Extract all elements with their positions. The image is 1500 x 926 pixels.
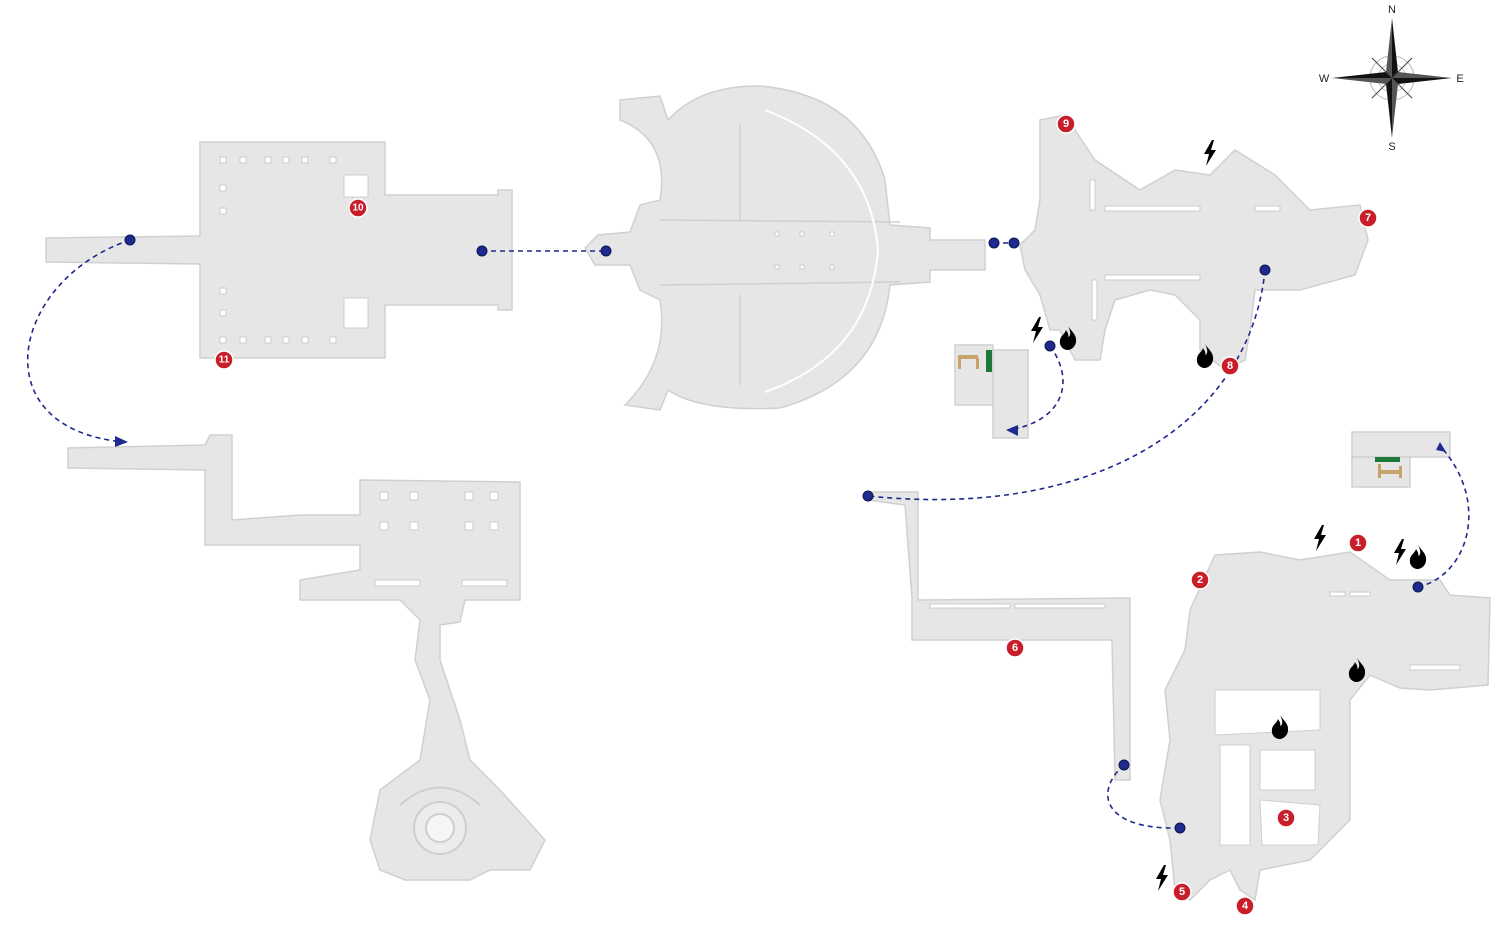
svg-text:10: 10 — [352, 203, 364, 214]
marker-10[interactable]: 10 — [348, 198, 368, 218]
bed-icon — [1378, 464, 1402, 478]
svg-text:7: 7 — [1365, 212, 1371, 224]
marker-6[interactable]: 6 — [1005, 638, 1025, 658]
save-room-north — [954, 344, 1029, 439]
dot-node — [600, 245, 612, 257]
marker-7[interactable]: 7 — [1358, 208, 1378, 228]
travel-paths — [26, 239, 1470, 829]
svg-text:2: 2 — [1197, 574, 1203, 586]
lightning-icon — [1204, 140, 1216, 166]
dot-node — [1008, 237, 1020, 249]
lightning-icon — [1314, 525, 1326, 551]
marker-8[interactable]: 8 — [1220, 356, 1240, 376]
svg-text:4: 4 — [1242, 900, 1249, 912]
area-cross-cave — [1019, 114, 1369, 371]
marker-5[interactable]: 5 — [1172, 882, 1192, 902]
dot-node — [1118, 759, 1130, 771]
compass-east: E — [1456, 73, 1463, 85]
svg-text:11: 11 — [219, 355, 230, 366]
area-cave-complex — [1159, 551, 1491, 902]
compass-rose: N S E W — [1319, 4, 1464, 153]
svg-text:6: 6 — [1012, 642, 1018, 654]
area-crescent-chamber — [584, 85, 986, 411]
marker-11[interactable]: 11 — [214, 350, 234, 370]
compass-south: S — [1388, 141, 1395, 153]
svg-text:8: 8 — [1227, 360, 1233, 372]
dot-node — [1259, 264, 1271, 276]
marker-2[interactable]: 2 — [1190, 570, 1210, 590]
compass-west: W — [1319, 73, 1330, 85]
dot-node — [988, 237, 1000, 249]
compass-north: N — [1388, 4, 1396, 16]
dot-node — [1412, 581, 1424, 593]
door-icon — [986, 350, 992, 372]
marker-3[interactable]: 3 — [1276, 808, 1296, 828]
bed-icon — [958, 355, 979, 369]
dot-node — [1174, 822, 1186, 834]
area-great-hall — [45, 141, 513, 359]
svg-text:9: 9 — [1063, 118, 1069, 130]
dot-node — [476, 245, 488, 257]
dot-node — [862, 490, 874, 502]
save-room-east — [1351, 431, 1451, 488]
marker-1[interactable]: 1 — [1348, 533, 1368, 553]
numbered-markers: 1 2 3 4 5 6 7 8 9 10 11 — [214, 114, 1378, 916]
marker-4[interactable]: 4 — [1235, 896, 1255, 916]
dot-node — [124, 234, 136, 246]
marker-9[interactable]: 9 — [1056, 114, 1076, 134]
svg-text:3: 3 — [1283, 812, 1289, 824]
lightning-icon — [1031, 317, 1043, 343]
area-corridor-shrine — [67, 434, 546, 881]
snowflake-icon — [1027, 355, 1045, 375]
lightning-icon — [1156, 865, 1168, 891]
connection-nodes — [124, 234, 1424, 834]
dot-node — [1044, 340, 1056, 352]
lightning-icon — [1394, 539, 1406, 565]
door-icon — [1375, 457, 1400, 462]
fire-icon — [1409, 545, 1427, 569]
area-gallery — [867, 491, 1131, 781]
svg-text:5: 5 — [1179, 886, 1185, 898]
svg-text:1: 1 — [1355, 537, 1361, 549]
